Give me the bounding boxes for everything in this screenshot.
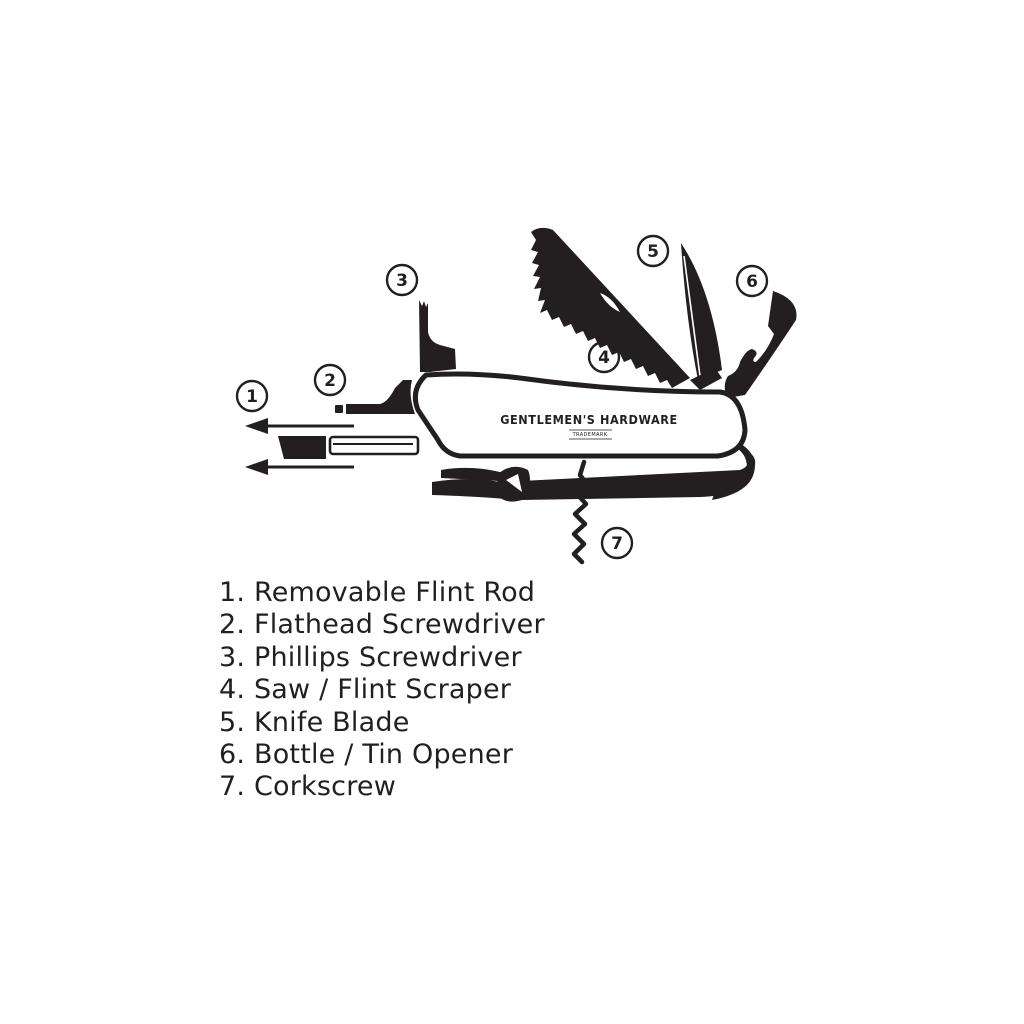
phillips-screwdriver-icon: [419, 300, 456, 372]
tool-legend: 1. Removable Flint Rod 2. Flathead Screw…: [219, 577, 545, 804]
callout-3: 3: [396, 271, 408, 291]
legend-label: Bottle / Tin Opener: [253, 739, 514, 771]
trademark-label: TRADEMARK: [572, 432, 608, 438]
legend-item: 2. Flathead Screwdriver: [219, 609, 545, 641]
callout-5: 5: [647, 242, 659, 262]
legend-number: 1.: [219, 577, 246, 608]
arrow-left-icon: [245, 418, 354, 434]
legend-number: 6.: [219, 739, 246, 771]
legend-item: 4. Saw / Flint Scraper: [219, 674, 545, 706]
legend-item: 5. Knife Blade: [219, 707, 545, 739]
arrow-left-icon: [245, 459, 354, 475]
legend-label: Phillips Screwdriver: [253, 641, 522, 673]
legend-label: Removable Flint Rod: [253, 577, 536, 608]
legend-item: 6. Bottle / Tin Opener: [219, 739, 545, 771]
legend-item: 3. Phillips Screwdriver: [219, 642, 545, 674]
legend-number: 4.: [219, 674, 246, 706]
bottle-opener-icon: [724, 291, 797, 398]
legend-label: Knife Blade: [253, 706, 410, 738]
corkscrew-icon: [571, 459, 590, 565]
tool-handle: [412, 371, 748, 459]
legend-item: 1. Removable Flint Rod: [219, 577, 545, 609]
callout-7: 7: [611, 534, 623, 554]
legend-label: Corkscrew: [253, 771, 396, 803]
saw-blade-icon: [531, 227, 690, 388]
legend-number: 5.: [219, 706, 246, 738]
callout-2: 2: [324, 371, 336, 391]
callout-1: 1: [246, 387, 258, 407]
legend-label: Saw / Flint Scraper: [253, 674, 512, 706]
callout-4: 4: [598, 348, 610, 368]
lanyard-cord-icon: [432, 442, 756, 502]
legend-number: 3.: [219, 641, 246, 673]
legend-label: Flathead Screwdriver: [253, 609, 545, 641]
legend-item: 7. Corkscrew: [219, 771, 545, 803]
flint-rod-icon: [278, 435, 420, 459]
legend-number: 2.: [219, 609, 246, 641]
flathead-screwdriver-icon: [335, 380, 415, 414]
callout-6: 6: [746, 272, 758, 292]
brand-name: GENTLEMEN'S HARDWARE: [500, 412, 678, 427]
legend-number: 7.: [219, 771, 246, 803]
knife-blade-icon: [681, 243, 722, 390]
